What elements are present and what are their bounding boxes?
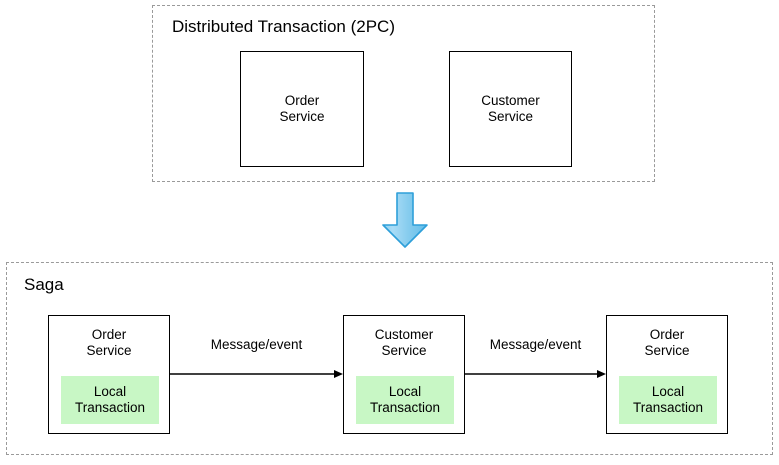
service-box-label: Order Service — [279, 93, 325, 124]
group-title-2pc: Distributed Transaction (2PC) — [172, 17, 395, 36]
down-arrow-icon — [381, 192, 429, 248]
service-box-order-service-saga-2[interactable]: Order Service Local Transaction — [606, 315, 728, 434]
connector-label-message-event-2: Message/event — [489, 337, 582, 352]
service-box-label: Order Service — [86, 327, 132, 358]
local-transaction-chip: Local Transaction — [356, 376, 454, 424]
service-box-label: Customer Service — [481, 93, 540, 124]
service-box-label: Customer Service — [374, 327, 434, 358]
local-transaction-chip: Local Transaction — [61, 376, 159, 424]
service-box-customer-service-saga[interactable]: Customer Service Local Transaction — [343, 315, 465, 434]
connector-arrow-2 — [465, 367, 608, 379]
connector-arrow-1 — [170, 367, 345, 379]
group-saga — [6, 262, 773, 455]
service-box-customer-service-2pc[interactable]: Customer Service — [449, 51, 572, 167]
service-box-order-service-2pc[interactable]: Order Service — [240, 51, 364, 167]
local-transaction-chip: Local Transaction — [619, 376, 717, 424]
service-box-label: Order Service — [644, 327, 690, 358]
group-title-saga: Saga — [24, 275, 64, 294]
group-distributed-transaction-2pc — [152, 5, 655, 182]
connector-label-message-event-1: Message/event — [210, 337, 303, 352]
service-box-order-service-saga-1[interactable]: Order Service Local Transaction — [48, 315, 170, 434]
